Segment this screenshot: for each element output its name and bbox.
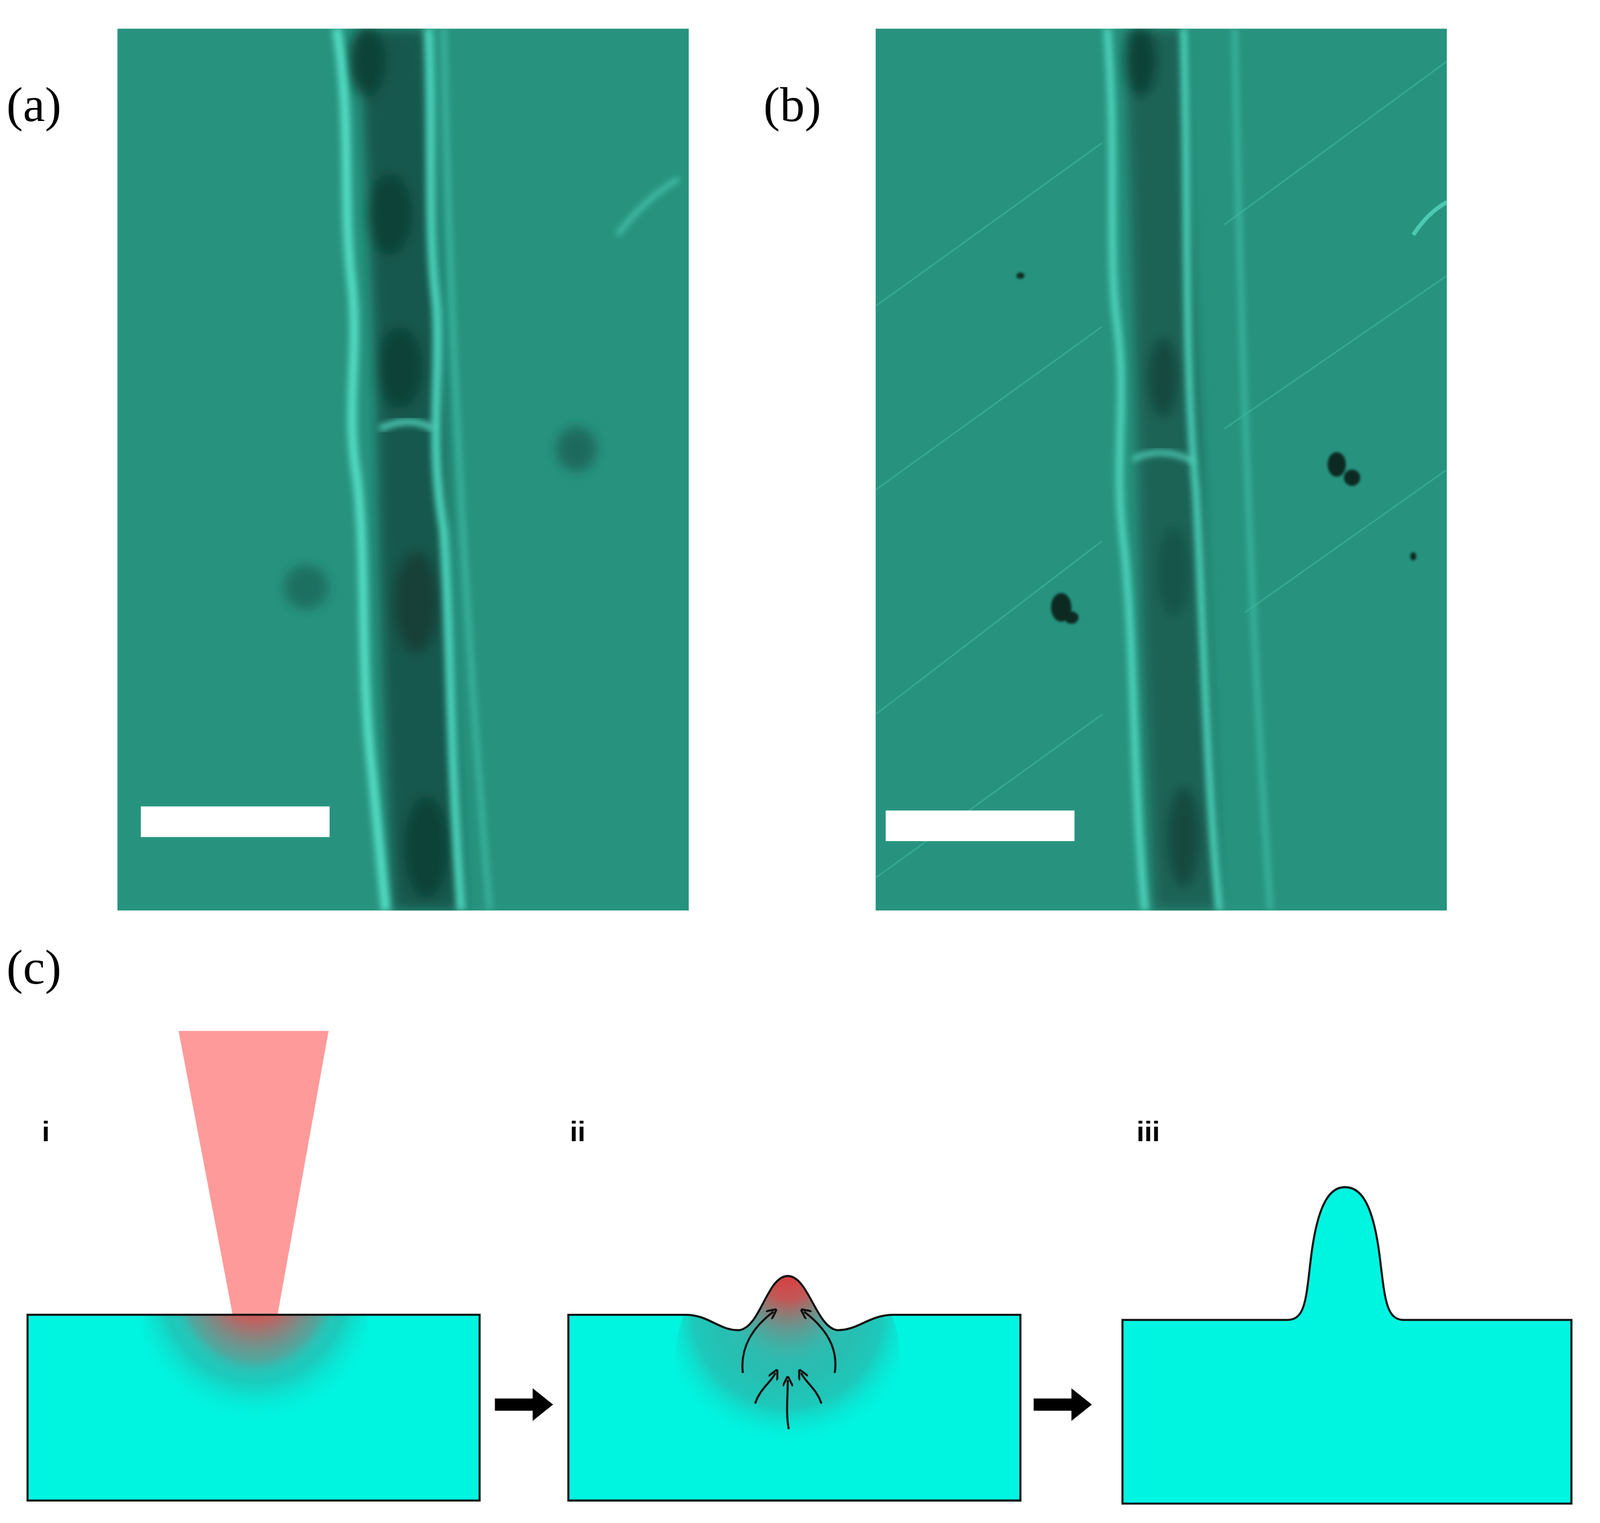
step-number: ii [569,1117,586,1146]
schematic-step-iii [1122,1187,1572,1504]
step-arrow [495,1387,554,1421]
step-number: i [41,1117,50,1146]
schematic-step-ii [568,1219,1021,1500]
schematic-step-i [27,1030,480,1500]
panel-label: (c) [6,941,62,992]
panel-label: (b) [763,79,821,130]
micrograph-b [875,28,1447,911]
step-number: iii [1136,1117,1160,1146]
step-arrow [1033,1387,1092,1421]
panel-label: (a) [6,79,62,130]
micrograph-a [117,28,689,911]
